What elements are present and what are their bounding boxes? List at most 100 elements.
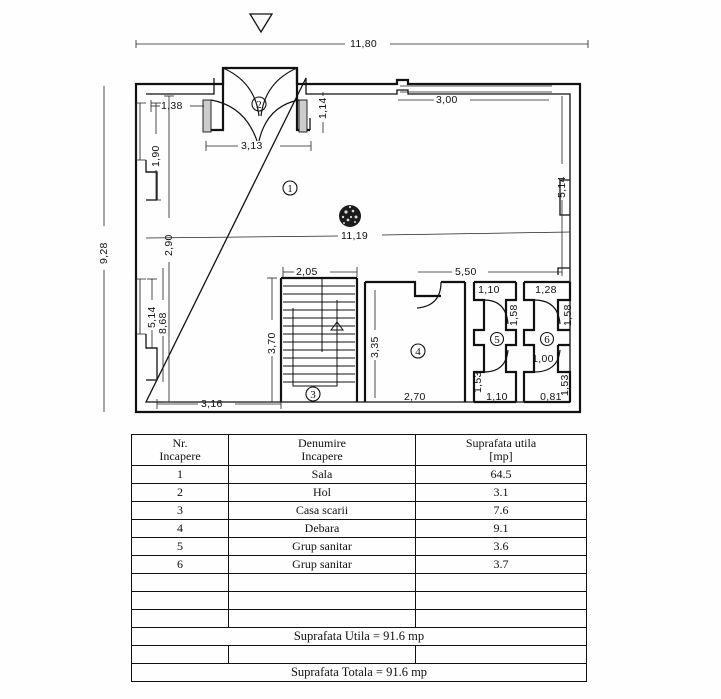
- vestibule-walls: [202, 67, 311, 142]
- dim-label: 1,10: [478, 284, 500, 296]
- cell-total-utila: Suprafata Utila = 91.6 mp: [131, 627, 587, 646]
- table-row-blank: [131, 573, 587, 592]
- dim-label: 3,35: [369, 336, 381, 358]
- dimension-2-05: 2,05: [282, 266, 358, 278]
- cell-name: Hol: [228, 483, 416, 502]
- header-name: Denumire Incapere: [228, 434, 416, 466]
- header-area: Suprafata utila [mp]: [415, 434, 587, 466]
- bathroom-room-6: 6 1,28 1,58 1,00 1,53 0,81: [522, 280, 574, 404]
- cell-area: 3.6: [415, 537, 587, 556]
- dim-label: 1,38: [161, 100, 183, 112]
- dimension-right-5-14: 5,14: [556, 96, 568, 276]
- table-row-total-totala: Suprafata Totala = 91.6 mp: [131, 663, 587, 682]
- room-number: 3: [310, 389, 316, 401]
- dimension-8-68: 2,90: [163, 95, 175, 403]
- cell-name: Grup sanitar: [228, 537, 416, 556]
- dimension-3-16: 3,16: [156, 398, 282, 410]
- cell-nr: 2: [131, 483, 229, 502]
- table-row: 6 Grup sanitar 3.7: [131, 555, 587, 574]
- dimension-2-70: 2,70: [404, 391, 426, 403]
- dim-label: 5,14: [146, 306, 158, 328]
- dimension-1-14: 1,14: [317, 92, 329, 133]
- cell-area: 64.5: [415, 465, 587, 484]
- cell-nr: [131, 609, 229, 628]
- cell-area: [415, 609, 587, 628]
- table-header-row: Nr. Incapere Denumire Incapere Suprafata…: [131, 434, 587, 466]
- header-name-line1: Denumire: [298, 436, 346, 451]
- table-row-blank: [131, 591, 587, 610]
- cell-name: Casa scarii: [228, 501, 416, 520]
- dim-label: 3,13: [241, 140, 263, 152]
- table-row-blank: [131, 645, 587, 664]
- dim-label: 1,53: [559, 374, 571, 396]
- dim-label: 1,14: [317, 97, 329, 119]
- cell-area: 9.1: [415, 519, 587, 538]
- cell-name: Debara: [228, 519, 416, 538]
- floor-plan-drawing: 11,80: [98, 13, 589, 414]
- top-right-window: 3,00: [398, 85, 552, 106]
- dimension-3-35: 3,35: [369, 290, 381, 398]
- table-row-total-utila: Suprafata Utila = 91.6 mp: [131, 627, 587, 646]
- room-number: 6: [544, 334, 550, 346]
- dim-label: 1,10: [486, 391, 508, 403]
- dim-label: 2,05: [296, 266, 318, 278]
- dim-label: 9,28: [98, 242, 110, 264]
- dimension-1-90: 5,14: [146, 278, 158, 349]
- dim-label: 3,00: [436, 94, 458, 106]
- header-nr-line2: Incapere: [159, 449, 201, 463]
- debara-room-4: 4: [363, 280, 467, 402]
- dim-label: 11,19: [341, 230, 368, 242]
- dimension-5-50: 5,50: [418, 266, 562, 278]
- room-marker-2: 2: [251, 96, 267, 112]
- room-number: 2: [256, 99, 262, 111]
- room-number: 5: [494, 334, 500, 346]
- dimension-top-total: 11,80: [135, 38, 589, 50]
- bathroom-room-5: 5 1,10 1,58 1,53 1,10: [472, 280, 520, 404]
- table-row: 3 Casa scarii 7.6: [131, 501, 587, 520]
- dimension-3-13: 3,13: [205, 140, 312, 152]
- cell-nr: 6: [131, 555, 229, 574]
- table-row: 2 Hol 3.1: [131, 483, 587, 502]
- dim-label: 1,00: [532, 353, 554, 365]
- cell-area: [415, 591, 587, 610]
- dimension-3-70: 3,70: [266, 277, 278, 403]
- right-wall-jog: [557, 179, 570, 275]
- cell-nr: [131, 645, 229, 664]
- cell-name: [228, 591, 416, 610]
- cell-name: [228, 573, 416, 592]
- cell-nr: 4: [131, 519, 229, 538]
- dimension-9-28: 9,28: [98, 86, 110, 412]
- header-nr: Nr. Incapere: [131, 434, 229, 466]
- cell-nr: [131, 573, 229, 592]
- cell-name: [228, 609, 416, 628]
- cell-total-totala: Suprafata Totala = 91.6 mp: [131, 663, 587, 682]
- dimension-left-5-14: 8,68: [157, 268, 169, 382]
- cell-nr: [131, 591, 229, 610]
- dim-label: 1,28: [535, 284, 557, 296]
- dimension-11-19: 11,19: [145, 230, 571, 242]
- dimension-2-90: 1,90: [150, 102, 162, 201]
- cell-nr: 3: [131, 501, 229, 520]
- cell-nr: 1: [131, 465, 229, 484]
- cell-area: 3.7: [415, 555, 587, 574]
- room-schedule-table: Nr. Incapere Denumire Incapere Suprafata…: [131, 434, 587, 682]
- dim-label: 11,80: [350, 38, 377, 50]
- dim-label: 5,14: [556, 176, 568, 198]
- north-marker-icon: [248, 13, 274, 34]
- cell-name: [228, 645, 416, 664]
- table-row: 5 Grup sanitar 3.6: [131, 537, 587, 556]
- dim-label: 1,53: [472, 371, 484, 393]
- cell-name: Sala: [228, 465, 416, 484]
- cell-area: [415, 573, 587, 592]
- column-marker-icon: [339, 205, 361, 227]
- left-wall-windows: [135, 102, 158, 381]
- header-name-line2: Incapere: [301, 449, 343, 463]
- cell-area: 7.6: [415, 501, 587, 520]
- room-marker-1: 1: [282, 180, 298, 196]
- dimension-1-38: 1,38: [150, 100, 204, 112]
- room-number: 4: [415, 346, 421, 358]
- table-row-blank: [131, 609, 587, 628]
- staircase-room-3: 3: [279, 276, 359, 402]
- dim-label: 1,90: [150, 145, 162, 167]
